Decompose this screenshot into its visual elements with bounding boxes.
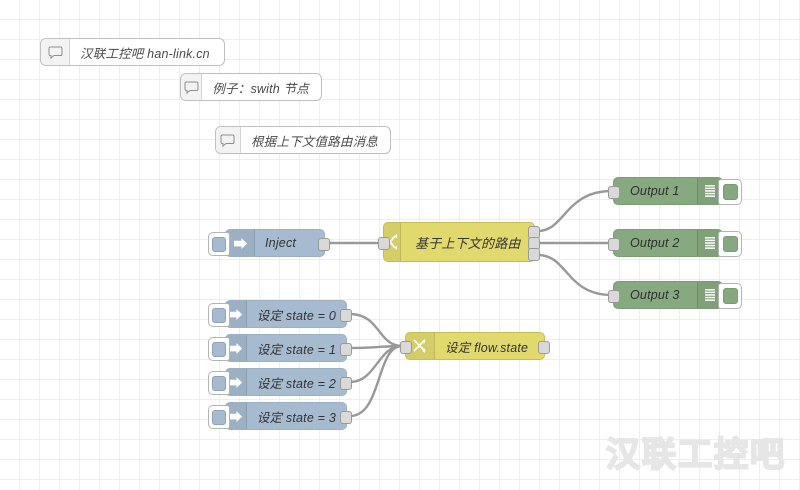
debug-list-icon: [697, 230, 722, 256]
debug-list-icon: [697, 282, 722, 308]
output-port[interactable]: [340, 411, 352, 424]
node-label: Inject: [265, 236, 297, 250]
node-label: 设定 flow.state: [445, 340, 529, 355]
comment-icon-glyph: [184, 81, 199, 94]
comment-node[interactable]: 汉联工控吧 han-link.cn: [40, 38, 225, 66]
inject-arrow-icon-glyph: [229, 376, 243, 388]
comment-text: 根据上下文值路由消息: [250, 134, 378, 149]
inject-arrow-icon-glyph: [229, 308, 243, 320]
node-label: 设定 state = 2: [256, 376, 336, 391]
comment-icon-glyph: [220, 134, 235, 147]
debug-list-icon-glyph: [705, 237, 715, 249]
node-label: 设定 state = 1: [256, 342, 336, 357]
comment-icon-glyph: [48, 46, 62, 59]
wire-state2-to-change: [348, 344, 404, 384]
node-label: Output 2: [630, 236, 680, 250]
wire-switch-out1-to-output1: [536, 189, 614, 233]
comment-icon: [181, 74, 203, 100]
comment-icon: [41, 39, 70, 65]
change-swap-icon-glyph: [413, 339, 426, 353]
inject-node-main[interactable]: Inject: [208, 229, 330, 257]
inject-trigger-button[interactable]: [208, 337, 230, 361]
change-node[interactable]: 设定 flow.state: [400, 332, 550, 360]
node-label: 基于上下文的路由: [415, 235, 521, 251]
wire-state1-to-change: [348, 344, 404, 350]
inject-node-state-3[interactable]: 设定 state = 3: [208, 402, 352, 430]
inject-trigger-button[interactable]: [208, 371, 230, 395]
comment-text: 汉联工控吧 han-link.cn: [80, 46, 210, 61]
switch-node[interactable]: 基于上下文的路由: [378, 222, 540, 262]
debug-list-icon-glyph: [705, 289, 715, 301]
debug-list-icon-glyph: [705, 185, 715, 197]
wire-state0-to-change: [348, 312, 404, 348]
inject-trigger-button[interactable]: [208, 405, 230, 429]
output-port-3[interactable]: [528, 248, 540, 261]
input-port[interactable]: [378, 237, 390, 250]
inject-arrow-icon: [226, 230, 255, 256]
inject-arrow-icon: [226, 369, 247, 395]
wire-state3-to-change: [348, 344, 404, 418]
inject-arrow-icon: [226, 335, 247, 361]
input-port[interactable]: [608, 238, 620, 251]
debug-toggle-button[interactable]: [718, 231, 742, 257]
debug-node-output-2[interactable]: Output 2: [608, 229, 742, 257]
debug-list-icon: [697, 178, 722, 204]
switch-branch-icon: [384, 223, 401, 261]
comment-icon: [216, 127, 241, 153]
output-port[interactable]: [340, 309, 352, 322]
inject-arrow-icon: [226, 403, 247, 429]
debug-toggle-button[interactable]: [718, 179, 742, 205]
output-port[interactable]: [340, 377, 352, 390]
comment-node[interactable]: 根据上下文值路由消息: [215, 126, 391, 154]
output-port[interactable]: [538, 341, 550, 354]
watermark-logo: 汉联工控吧: [605, 435, 786, 475]
output-port[interactable]: [340, 343, 352, 356]
node-label: 设定 state = 3: [256, 410, 336, 425]
inject-node-state-1[interactable]: 设定 state = 1: [208, 334, 352, 362]
debug-node-output-1[interactable]: Output 1: [608, 177, 742, 205]
inject-arrow-icon-glyph: [229, 410, 243, 422]
comment-node[interactable]: 例子：swith 节点: [180, 73, 322, 101]
inject-trigger-button[interactable]: [208, 303, 230, 327]
inject-trigger-button[interactable]: [208, 232, 230, 256]
inject-arrow-icon-glyph: [233, 237, 247, 249]
inject-node-state-2[interactable]: 设定 state = 2: [208, 368, 352, 396]
debug-node-output-3[interactable]: Output 3: [608, 281, 742, 309]
input-port[interactable]: [608, 186, 620, 199]
wire-switch-out3-to-output3: [536, 253, 614, 297]
debug-toggle-button[interactable]: [718, 283, 742, 309]
inject-arrow-icon-glyph: [229, 342, 243, 354]
input-port[interactable]: [608, 290, 620, 303]
input-port[interactable]: [400, 341, 412, 354]
node-label: Output 1: [630, 184, 680, 198]
inject-arrow-icon: [226, 301, 247, 327]
output-port[interactable]: [318, 238, 330, 251]
node-label: Output 3: [630, 288, 680, 302]
inject-node-state-0[interactable]: 设定 state = 0: [208, 300, 352, 328]
node-label: 设定 state = 0: [256, 308, 336, 323]
comment-text: 例子：swith 节点: [212, 81, 309, 96]
